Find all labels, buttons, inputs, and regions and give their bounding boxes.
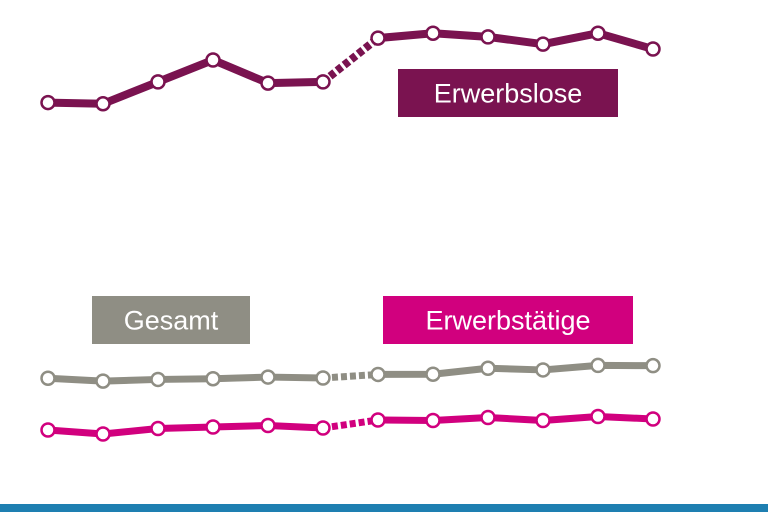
data-point-erwerbsttige-6 xyxy=(315,420,331,436)
label-erwerbslose: Erwerbslose xyxy=(398,69,618,117)
data-point-erwerbslose-10 xyxy=(535,36,551,52)
label-erwerbsttige: Erwerbstätige xyxy=(383,296,633,344)
footer-bar xyxy=(0,504,768,512)
series-line-gesamt-part2 xyxy=(374,361,657,378)
data-point-gesamt-4 xyxy=(205,370,221,387)
data-point-erwerbslose-7 xyxy=(370,30,386,46)
series-gesamt xyxy=(40,357,661,389)
data-point-erwerbsttige-7 xyxy=(370,412,386,428)
data-point-erwerbsttige-1 xyxy=(40,422,56,438)
label-text-gesamt: Gesamt xyxy=(124,306,219,336)
label-text-erwerbsttige: Erwerbstätige xyxy=(425,306,590,336)
data-point-erwerbsttige-12 xyxy=(645,411,661,427)
data-point-erwerbslose-6 xyxy=(315,74,331,90)
data-point-erwerbsttige-8 xyxy=(425,412,441,429)
data-point-erwerbslose-8 xyxy=(425,25,441,41)
series-erwerbsttige xyxy=(40,408,661,442)
data-point-gesamt-6 xyxy=(315,370,331,386)
data-point-erwerbsttige-11 xyxy=(590,408,606,425)
label-box-erwerbslose xyxy=(398,69,618,117)
data-point-erwerbslose-4 xyxy=(205,52,221,68)
series-line-erwerbsttige-part1 xyxy=(44,422,327,438)
data-point-erwerbsttige-5 xyxy=(260,417,276,434)
data-point-erwerbsttige-9 xyxy=(480,409,496,426)
label-box-gesamt xyxy=(92,296,250,344)
series-break-erwerbslose xyxy=(320,34,381,86)
series-line-erwerbslose-part1 xyxy=(44,55,327,108)
series-line-erwerbslose-part2 xyxy=(374,29,657,54)
data-point-erwerbslose-1 xyxy=(40,94,56,111)
data-point-gesamt-2 xyxy=(95,373,111,389)
series-break-erwerbsttige xyxy=(322,416,379,432)
series-line-gesamt-part1 xyxy=(44,373,327,385)
data-point-gesamt-10 xyxy=(535,362,551,378)
data-point-gesamt-12 xyxy=(645,357,661,374)
data-point-erwerbsttige-2 xyxy=(95,426,111,442)
data-point-erwerbslose-5 xyxy=(260,75,276,91)
data-point-erwerbsttige-3 xyxy=(150,420,166,437)
series-break-gesamt xyxy=(322,370,379,382)
data-point-gesamt-1 xyxy=(40,370,56,386)
series-line-erwerbsttige-part2 xyxy=(374,413,657,424)
data-point-gesamt-8 xyxy=(425,366,441,382)
data-point-gesamt-5 xyxy=(260,369,276,385)
series-erwerbslose xyxy=(40,25,661,112)
data-point-erwerbslose-12 xyxy=(645,41,661,57)
data-point-erwerbslose-9 xyxy=(480,29,496,45)
data-point-erwerbsttige-4 xyxy=(205,419,221,435)
data-point-gesamt-11 xyxy=(590,357,606,374)
data-point-erwerbslose-2 xyxy=(95,96,111,112)
data-point-erwerbslose-3 xyxy=(150,74,166,90)
data-point-gesamt-7 xyxy=(370,366,386,383)
data-point-gesamt-9 xyxy=(480,360,496,377)
label-box-erwerbsttige xyxy=(383,296,633,344)
data-point-erwerbslose-11 xyxy=(590,25,606,41)
data-point-erwerbsttige-10 xyxy=(535,412,551,429)
data-point-gesamt-3 xyxy=(150,371,166,388)
label-text-erwerbslose: Erwerbslose xyxy=(434,79,583,109)
label-gesamt: Gesamt xyxy=(92,296,250,344)
